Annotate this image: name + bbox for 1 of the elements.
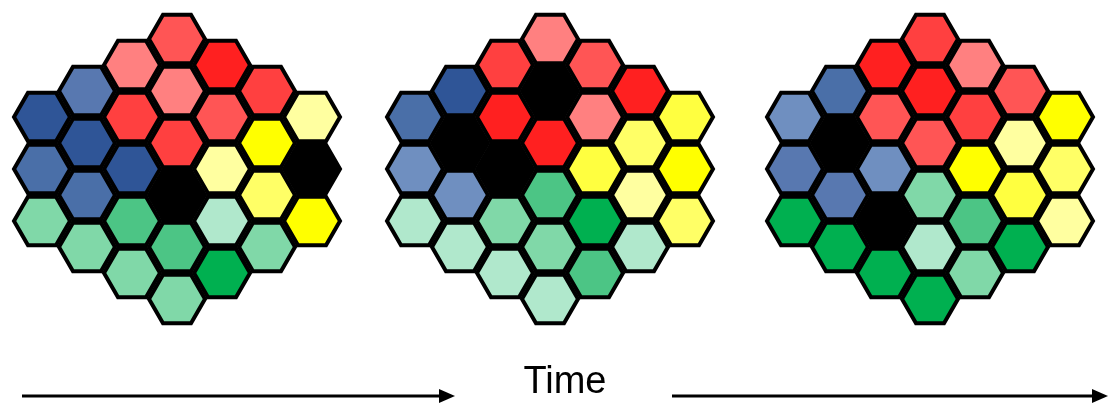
axis-label: Time <box>522 358 608 402</box>
